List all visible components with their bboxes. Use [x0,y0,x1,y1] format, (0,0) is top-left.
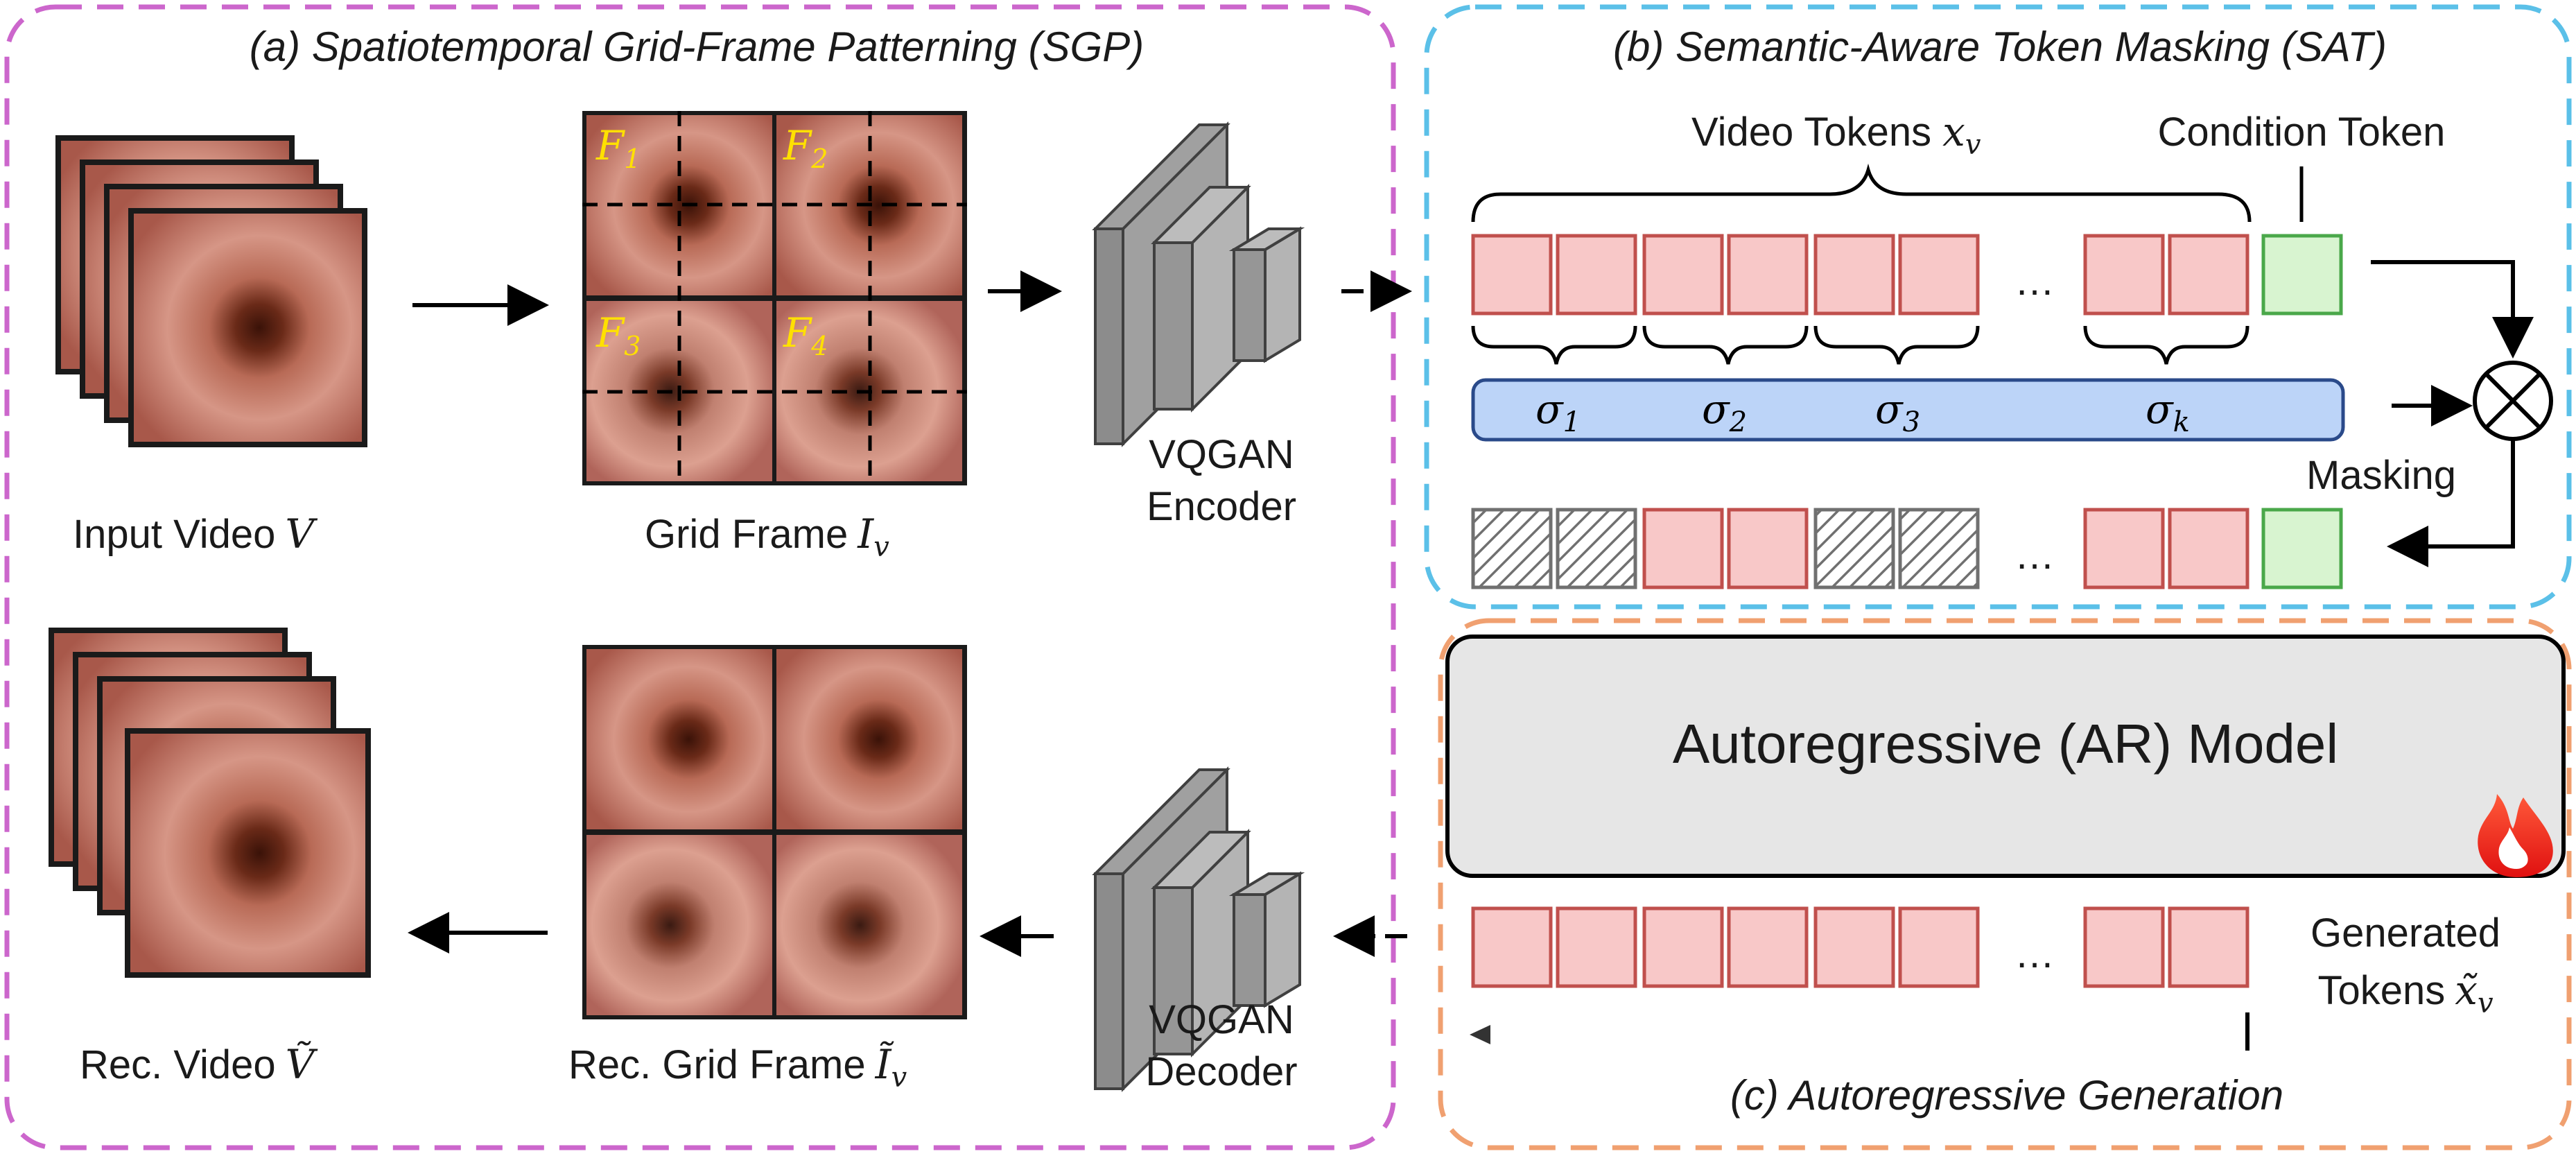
vqgan-decoder-shape [1092,766,1305,1092]
ellipsis-row1: … [2014,259,2055,304]
token [1898,234,1980,316]
ar-model-box [1445,635,2566,878]
token [1556,906,1637,988]
vqgan-decoder-label-1: VQGAN [1149,997,1294,1042]
input-video-stack [55,135,367,447]
token [1642,234,1724,316]
token [1471,234,1553,316]
rec-video-stack [49,628,371,978]
condition-token-label: Condition Token [2158,110,2446,155]
token [2083,906,2165,988]
flame-icon [2478,794,2553,877]
token [1642,906,1724,988]
panel-b-title: (b) Semantic-Aware Token Masking (SAT) [1613,24,2387,70]
token [1727,906,1809,988]
panel-c-title: (c) Autoregressive Generation [1730,1072,2283,1119]
ellipsis-row2: … [2014,533,2055,578]
token [1471,906,1553,988]
sigma-label-1: σ1 [1535,386,1581,438]
rec-grid-frame-image [582,645,967,1019]
token [1642,508,1724,589]
vqgan-encoder-label-2: Encoder [1147,484,1296,529]
masking-label: Masking [2306,453,2456,498]
svg-text:F4: F4 [783,309,828,361]
generation-arrowhead [1470,1025,1490,1044]
token [2168,234,2249,316]
masked-token [1556,508,1637,589]
sigma-label-2: σ2 [1702,386,1747,438]
panel-b-border [1424,4,2572,610]
panel-a-border [4,4,1396,1150]
sigma-bar [1471,378,2345,442]
masked-token [1898,508,1980,589]
token [2168,508,2249,589]
panel-a-title: (a) Spatiotemporal Grid-Frame Patterning… [250,24,1144,70]
token [1556,234,1637,316]
vqgan-encoder-label-1: VQGAN [1149,432,1294,477]
token [2083,234,2165,316]
token [1813,234,1895,316]
condition-token [2261,234,2343,316]
condition-token-masked-row [2261,508,2343,589]
svg-text:F2: F2 [783,122,828,174]
token [1727,508,1809,589]
ellipsis-row3: … [2014,931,2055,976]
arrow-tokens-to-mask [2371,260,2534,359]
sigma-braces [1471,325,2249,365]
vqgan-encoder-shape [1092,121,1305,447]
token [1813,906,1895,988]
sigma-label-k: σk [2146,386,2190,438]
token [1727,234,1809,316]
masked-token [1813,508,1895,589]
video-tokens-brace [1471,163,2252,223]
grid-frame-image: F1 F2 F3 F4 [582,111,967,485]
svg-text:F3: F3 [595,309,641,361]
masked-token [1471,508,1553,589]
vqgan-decoder-label-2: Decoder [1145,1049,1297,1094]
token-row-masked [1471,508,2249,589]
panel-c-border [1438,618,2572,1150]
token-row-generated [1471,906,2249,988]
token-row-original [1471,234,2249,316]
generated-tokens-label-1: Generated [2310,911,2500,956]
arrow-mask-to-masked [2387,440,2515,567]
svg-text:F1: F1 [595,122,641,174]
token [2168,906,2249,988]
sigma-label-3: σ3 [1875,386,1920,438]
token [1898,906,1980,988]
token [2083,508,2165,589]
ar-model-label: Autoregressive (AR) Model [1673,713,2338,775]
